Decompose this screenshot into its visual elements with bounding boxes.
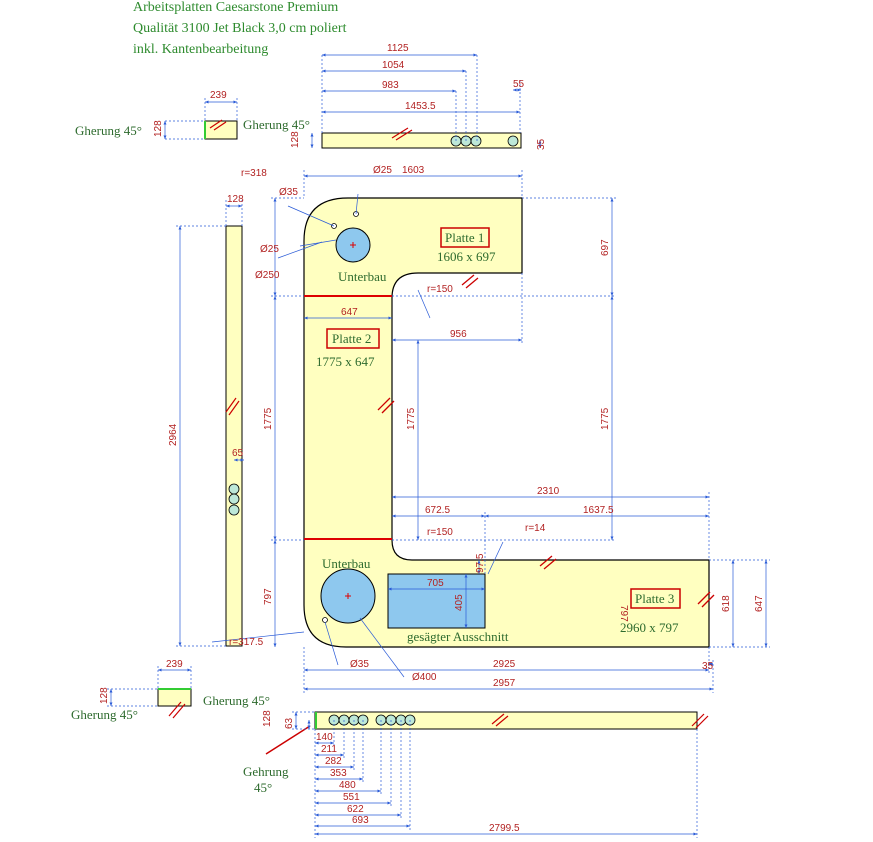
dim-r14: r=14 <box>525 523 546 534</box>
label-gherung-top-strip: Gherung 45° <box>243 117 310 132</box>
bottom-edge-strip: 128 63 140 211 282 353 480 551 622 693 2… <box>243 710 709 838</box>
dim-35-top-strip: 35 <box>536 138 547 150</box>
dim-r150-bottom: r=150 <box>427 527 453 538</box>
label-gherung-small-bottom-left: Gherung 45° <box>71 707 138 722</box>
dim-211: 211 <box>321 744 337 755</box>
dim-705: 705 <box>427 578 444 589</box>
dim-128-small-bottom: 128 <box>99 687 110 704</box>
dim-1775-inner: 1775 <box>406 407 417 430</box>
plan-dimension-texts: 1603 r=318 Ø35 Ø25 Ø25 Ø250 697 r=150 64… <box>229 165 765 689</box>
dim-1453-5: 1453.5 <box>405 101 436 112</box>
label-gehrung-45: 45° <box>254 780 272 795</box>
dim-480: 480 <box>339 780 356 791</box>
label-gehrung: Gehrung <box>243 764 289 779</box>
dim-d400: Ø400 <box>412 672 437 683</box>
left-edge-strip: 128 2964 65 <box>168 194 244 647</box>
dim-2799-5: 2799.5 <box>489 823 520 834</box>
hatch-marks <box>377 274 715 608</box>
dim-97-5: 97.5 <box>475 553 486 573</box>
dim-128-small-top: 128 <box>153 120 164 137</box>
dim-622: 622 <box>347 804 364 815</box>
dim-63: 63 <box>284 717 295 729</box>
dim-r318: r=318 <box>241 168 267 179</box>
dim-d25-b: Ø25 <box>260 244 279 255</box>
plan-dimension-lines <box>211 170 770 693</box>
dim-128-bottom-strip: 128 <box>262 710 273 727</box>
dim-2310: 2310 <box>537 486 560 497</box>
label-gherung-small-top: Gherung 45° <box>75 123 142 138</box>
dim-d25-a: Ø25 <box>373 165 392 176</box>
dim-618: 618 <box>721 595 732 612</box>
dim-65-left: 65 <box>232 448 244 459</box>
dim-956: 956 <box>450 329 467 340</box>
plate-1-name: Platte 1 <box>445 230 484 245</box>
plate-3-name: Platte 3 <box>635 591 674 606</box>
dim-1775-right: 1775 <box>600 407 611 430</box>
main-plan: Platte 1 1606 x 697 Platte 2 1775 x 647 … <box>303 197 715 648</box>
dim-2957: 2957 <box>493 678 516 689</box>
label-unterbau-bottom: Unterbau <box>322 556 371 571</box>
dim-282: 282 <box>325 756 342 767</box>
plate-1-size: 1606 x 697 <box>437 249 496 264</box>
dim-1775-left: 1775 <box>263 407 274 430</box>
dim-35-bottom: 35 <box>702 661 714 672</box>
dim-1125: 1125 <box>387 43 409 54</box>
dim-405: 405 <box>454 594 465 611</box>
dim-d35-bottom: Ø35 <box>350 659 369 670</box>
label-ausschnitt: gesägter Ausschnitt <box>407 629 509 644</box>
plate-2-size: 1775 x 647 <box>316 354 375 369</box>
dim-1054: 1054 <box>382 60 405 71</box>
header-quality: Qualität 3100 Jet Black 3,0 cm poliert <box>133 21 347 36</box>
dim-239-bottom: 239 <box>166 659 183 670</box>
dim-239-top: 239 <box>210 90 227 101</box>
small-piece-bottom: 239 128 Gherung 45° Gherung 45° <box>71 659 270 722</box>
dim-2925: 2925 <box>493 659 516 670</box>
dim-1637-5: 1637.5 <box>583 505 614 516</box>
top-edge-strip: 1125 1054 983 1453.5 55 128 35 Gherung 4… <box>243 43 547 150</box>
dim-1603: 1603 <box>402 165 425 176</box>
dim-r150-top: r=150 <box>427 284 453 295</box>
dim-d250: Ø250 <box>255 270 280 281</box>
dim-140: 140 <box>316 732 333 743</box>
dim-128-top-strip: 128 <box>290 131 301 148</box>
dim-r317-5: r=317.5 <box>229 637 264 648</box>
dim-797-left: 797 <box>263 588 274 605</box>
dim-672-5: 672.5 <box>425 505 450 516</box>
cooktop-cutout <box>387 573 486 629</box>
label-unterbau-top: Unterbau <box>338 269 387 284</box>
small-piece-top: 239 128 Gherung 45° <box>75 90 238 140</box>
dim-647-right: 647 <box>754 595 765 612</box>
dim-55: 55 <box>513 79 525 90</box>
header-edge: inkl. Kantenbearbeitung <box>133 42 269 57</box>
dim-983: 983 <box>382 80 399 91</box>
dim-2964: 2964 <box>168 423 179 446</box>
dim-128-left: 128 <box>227 194 244 205</box>
plate-3-size: 2960 x 797 <box>620 620 679 635</box>
dim-797-right: 797 <box>618 605 629 622</box>
label-gherung-small-bottom-right: Gherung 45° <box>203 693 270 708</box>
dim-353: 353 <box>330 768 347 779</box>
header-title: Arbeitsplatten Caesarstone Premium <box>133 0 339 15</box>
dim-647-mid: 647 <box>341 307 358 318</box>
dim-d35-top: Ø35 <box>279 187 298 198</box>
plate-2-name: Platte 2 <box>332 331 371 346</box>
dim-551: 551 <box>343 792 360 803</box>
dim-693: 693 <box>352 815 369 826</box>
dim-697: 697 <box>600 239 611 256</box>
